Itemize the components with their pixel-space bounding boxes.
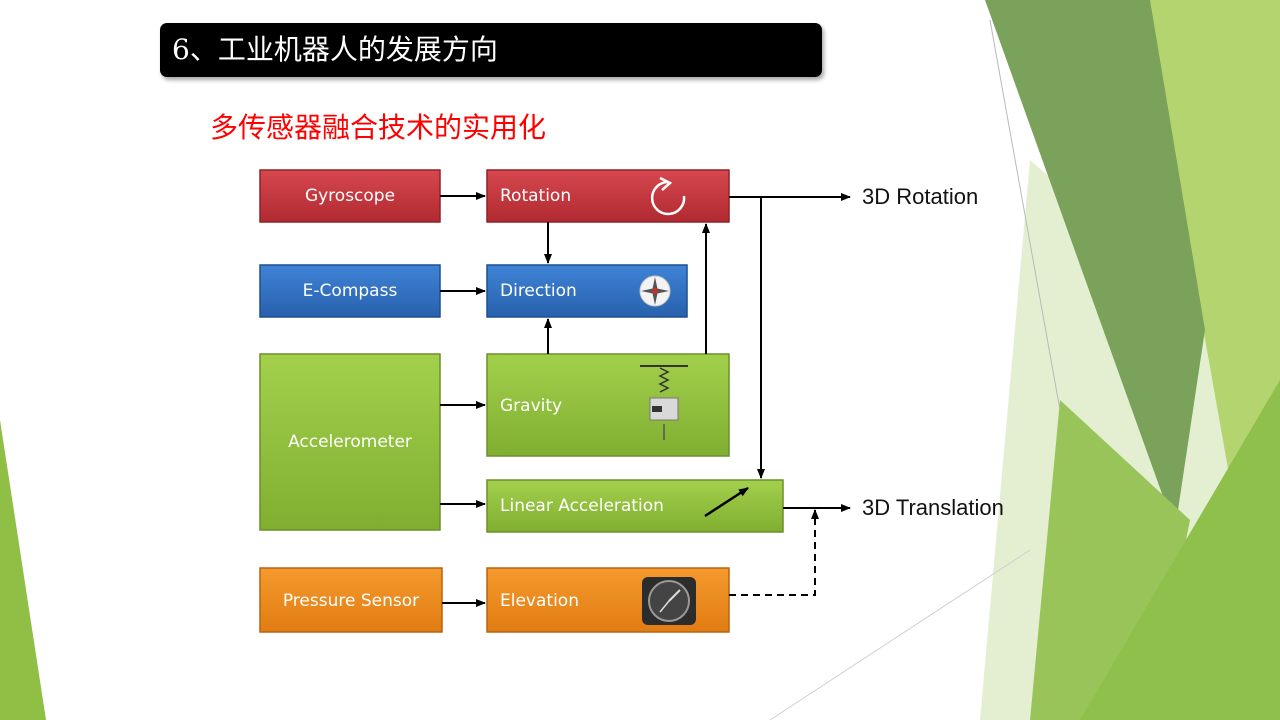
ecompass-label: E-Compass bbox=[302, 281, 398, 301]
rotation-box bbox=[486, 169, 730, 223]
gyroscope-label: Gyroscope bbox=[304, 186, 396, 206]
rotation-label: Rotation bbox=[500, 186, 572, 206]
spring-mass-icon bbox=[640, 365, 688, 440]
linear-acceleration-box bbox=[486, 479, 784, 533]
altimeter-icon bbox=[642, 577, 696, 625]
output-3d-rotation: 3D Rotation bbox=[862, 184, 979, 209]
pressure-sensor-label: Pressure Sensor bbox=[282, 591, 420, 611]
deco-shard-bottom bbox=[1080, 380, 1280, 720]
connector-lines bbox=[440, 192, 851, 607]
output-3d-translation: 3D Translation bbox=[862, 495, 1004, 520]
deco-line bbox=[989, 19, 1061, 411]
gyroscope-box bbox=[259, 169, 441, 223]
elevation-label: Elevation bbox=[500, 591, 579, 611]
deco-line-2 bbox=[769, 549, 1031, 720]
ecompass-box bbox=[259, 264, 441, 318]
compass-icon bbox=[639, 275, 671, 307]
gravity-label: Gravity bbox=[500, 396, 563, 416]
acceleration-arrow-icon bbox=[704, 486, 749, 518]
rotation-icon bbox=[650, 176, 686, 216]
deco-shard-dark bbox=[985, 0, 1205, 530]
deco-shard-left bbox=[0, 420, 46, 720]
slide-subtitle: 多传感器融合技术的实用化 bbox=[210, 111, 547, 144]
accelerometer-box bbox=[259, 353, 441, 531]
gravity-box bbox=[486, 353, 730, 457]
direction-label: Direction bbox=[500, 281, 577, 301]
linear-acceleration-label: Linear Acceleration bbox=[500, 496, 664, 516]
pressure-sensor-box bbox=[259, 567, 443, 633]
accelerometer-label: Accelerometer bbox=[288, 432, 412, 452]
slide-title: 6、工业机器人的发展方向 bbox=[160, 23, 822, 77]
